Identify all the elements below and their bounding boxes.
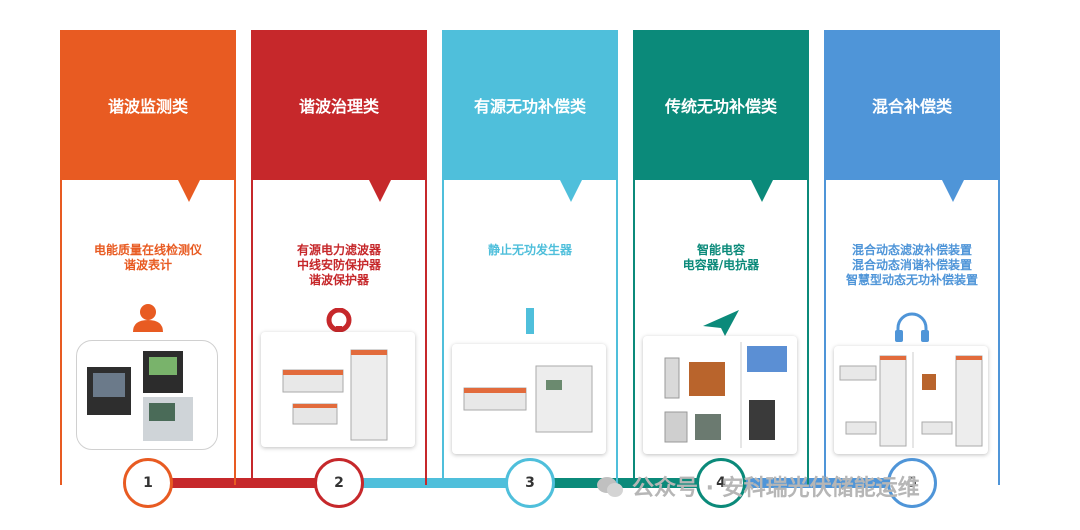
wechat-logo-icon [596, 476, 624, 498]
category-column-5: 混合补偿类 混合动态滤波补偿装置 混合动态消谐补偿装置 智慧型动态无功补偿装置 [824, 30, 1000, 485]
category-column-3: 有源无功补偿类 静止无功发生器 [442, 30, 618, 485]
product-list: 静止无功发生器 [442, 243, 618, 258]
product-item: 混合动态滤波补偿装置 [851, 243, 972, 257]
product-list: 电能质量在线检测仪 谐波表计 [60, 243, 236, 273]
product-item: 智能电容 [696, 243, 745, 257]
product-photo [261, 332, 415, 447]
product-photo [834, 346, 988, 454]
category-column-4: 传统无功补偿类 智能电容 电容器/电抗器 [633, 30, 809, 485]
paper-plane-icon [703, 310, 739, 340]
person-icon [131, 302, 165, 336]
timeline-segment-1 [170, 478, 320, 488]
pointer-notch [560, 180, 582, 202]
step-circle-1: 1 [123, 458, 173, 508]
category-column-2: 谐波治理类 有源电力滤波器 中线安防保护器 谐波保护器 [251, 30, 427, 485]
product-item: 谐波保护器 [308, 273, 369, 287]
category-column-1: 谐波监测类 电能质量在线检测仪 谐波表计 [60, 30, 236, 485]
pointer-notch [942, 180, 964, 202]
product-list: 智能电容 电容器/电抗器 [633, 243, 809, 273]
product-item: 静止无功发生器 [487, 243, 572, 257]
pointer-notch [178, 180, 200, 202]
product-item: 电能质量在线检测仪 [93, 243, 202, 257]
product-item: 有源电力滤波器 [296, 243, 381, 257]
product-item: 智慧型动态无功补偿装置 [845, 273, 978, 287]
watermark-text: 公众号 · 安科瑞光伏储能运维 [632, 476, 920, 501]
headphones-icon [893, 312, 931, 346]
location-pin-icon [326, 307, 352, 338]
product-item: 混合动态消谐补偿装置 [851, 258, 972, 272]
timeline-segment-2 [360, 478, 510, 488]
product-photo [76, 340, 218, 450]
pointer-notch [751, 180, 773, 202]
category-title: 谐波监测类 [60, 30, 236, 180]
step-circle-2: 2 [314, 458, 364, 508]
category-title: 有源无功补偿类 [442, 30, 618, 180]
step-circle-3: 3 [505, 458, 555, 508]
category-title: 传统无功补偿类 [633, 30, 809, 180]
step-circle-4: 4 [696, 458, 746, 508]
product-item: 谐波表计 [123, 258, 172, 272]
product-item: 中线安防保护器 [296, 258, 381, 272]
watermark: 公众号 · 安科瑞光伏储能运维 [632, 470, 920, 502]
product-photo [452, 344, 606, 454]
product-item: 电容器/电抗器 [682, 258, 760, 272]
bar-icon [526, 308, 534, 338]
product-list: 有源电力滤波器 中线安防保护器 谐波保护器 [251, 243, 427, 288]
timeline-segment-3 [550, 478, 700, 488]
step-circle-5: 5 [887, 458, 937, 508]
pointer-notch [369, 180, 391, 202]
category-title: 谐波治理类 [251, 30, 427, 180]
product-list: 混合动态滤波补偿装置 混合动态消谐补偿装置 智慧型动态无功补偿装置 [824, 243, 1000, 288]
product-photo [643, 336, 797, 454]
category-title: 混合补偿类 [824, 30, 1000, 180]
timeline-segment-4 [740, 478, 890, 488]
